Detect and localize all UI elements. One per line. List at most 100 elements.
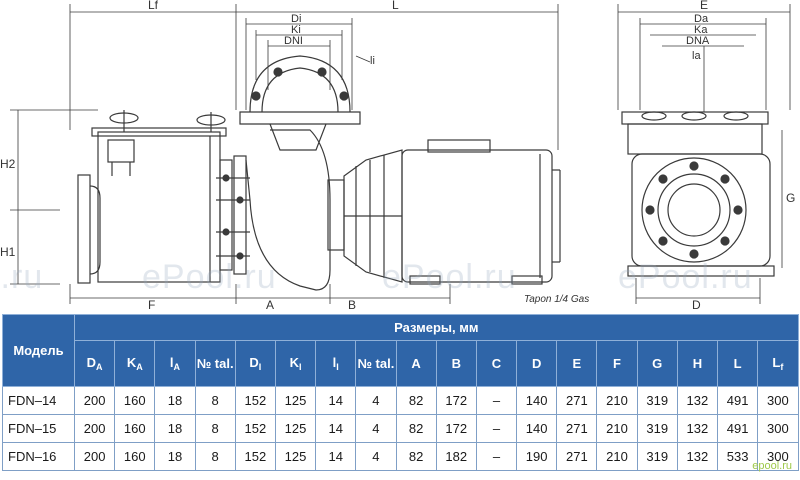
lantern-bracket [327, 149, 403, 283]
column-header-main: A [411, 356, 421, 371]
dim-label-e: E [700, 0, 708, 12]
electric-motor [401, 139, 561, 285]
dim-label-la: la [692, 50, 701, 62]
coupling-flanges [216, 155, 250, 275]
table-cell: 140 [516, 414, 558, 443]
column-header-main: l [332, 355, 337, 370]
column-header-main: № tal. [357, 356, 395, 371]
column-header-main: K [289, 355, 299, 370]
column-header-main: D [249, 355, 259, 370]
table-cell: 132 [676, 414, 719, 443]
column-header: L [716, 340, 759, 387]
table-cell: 160 [114, 386, 156, 415]
dim-label-ka: Ka [694, 24, 708, 36]
pump-drawing: Lf L E Di Ki DNI li Da Ka DNA la H2 H1 [0, 0, 795, 312]
column-header-main: L [733, 356, 742, 371]
table-cell: 210 [596, 442, 638, 471]
column-header: lA [154, 340, 196, 387]
strainer-body [77, 127, 227, 284]
column-header: C [475, 340, 518, 387]
table-cell: 4 [355, 386, 397, 415]
table-cell: 160 [114, 414, 156, 443]
table-cell: 172 [435, 414, 477, 443]
table-cell: 210 [596, 386, 638, 415]
table-cell: 300 [757, 442, 799, 471]
tapon-note: Tapon 1/4 Gas [524, 294, 589, 305]
column-header-main: E [572, 356, 582, 371]
column-header-sub: A [96, 362, 103, 372]
table-cell: 491 [716, 386, 759, 415]
dim-label-g: G [786, 191, 795, 205]
dim-label-a: A [266, 298, 274, 312]
table-cell: 140 [516, 386, 558, 415]
table-cell: 18 [154, 414, 196, 443]
table-cell: 300 [757, 414, 799, 443]
dim-label-ki: Ki [291, 24, 301, 36]
column-header-main: G [652, 356, 663, 371]
column-header-main: № tal. [196, 356, 234, 371]
table-cell: – [475, 442, 518, 471]
table-cell: 132 [676, 386, 719, 415]
column-header: KI [274, 340, 317, 387]
model-cell: FDN–16 [2, 442, 75, 471]
column-header-main: F [613, 356, 621, 371]
table-cell: 8 [194, 442, 236, 471]
column-header-sub: I [336, 362, 339, 372]
column-header: Lf [757, 340, 799, 387]
column-header-main: L [772, 355, 781, 370]
table-cell: 210 [596, 414, 638, 443]
table-cell: 125 [274, 414, 317, 443]
column-header-main: K [126, 355, 137, 370]
dim-label-f: F [148, 298, 155, 312]
table-cell: 319 [636, 414, 678, 443]
table-cell: 82 [395, 414, 437, 443]
column-header-sub: A [173, 362, 181, 372]
model-cell: FDN–15 [2, 414, 75, 443]
dimensions-group-header: Размеры, мм [74, 314, 799, 341]
dim-label-l: L [392, 0, 399, 12]
table-cell: 14 [315, 386, 357, 415]
handwheel-icon [109, 110, 226, 132]
table-cell: 14 [315, 414, 357, 443]
column-header: G [636, 340, 678, 387]
column-header: A [395, 340, 437, 387]
column-header-main: H [692, 356, 703, 371]
column-header: № tal. [194, 340, 236, 387]
dim-label-dni: DNI [284, 35, 303, 47]
table-cell: – [475, 386, 518, 415]
column-header-main: B [451, 356, 461, 371]
table-cell: 300 [757, 386, 799, 415]
height-dims [10, 109, 783, 285]
dim-label-li: li [370, 55, 375, 67]
column-header-main: C [491, 356, 502, 371]
table-cell: 152 [234, 442, 276, 471]
inlet-flange-dims [245, 18, 371, 110]
table-cell: 271 [556, 414, 598, 443]
column-header: E [556, 340, 598, 387]
table-cell: 319 [636, 386, 678, 415]
pump-end-view [621, 111, 775, 277]
table-cell: 200 [73, 442, 116, 471]
dimension-lines-bottom [69, 278, 761, 304]
column-header: D [516, 340, 558, 387]
table-cell: 533 [716, 442, 759, 471]
column-header-main: D [531, 356, 542, 371]
table-cell: 18 [154, 386, 196, 415]
table-cell: 190 [516, 442, 558, 471]
column-header: DA [73, 340, 116, 387]
column-header: H [676, 340, 719, 387]
dim-label-di: Di [291, 13, 301, 25]
outlet-flange-dims [639, 18, 767, 112]
column-header: F [596, 340, 638, 387]
table-cell: 18 [154, 442, 196, 471]
column-header: № tal. [355, 340, 397, 387]
table-cell: 200 [73, 386, 116, 415]
column-header: lI [315, 340, 357, 387]
table-cell: 125 [274, 442, 317, 471]
table-cell: 152 [234, 414, 276, 443]
dimension-lines-top [69, 4, 791, 150]
table-cell: 4 [355, 442, 397, 471]
